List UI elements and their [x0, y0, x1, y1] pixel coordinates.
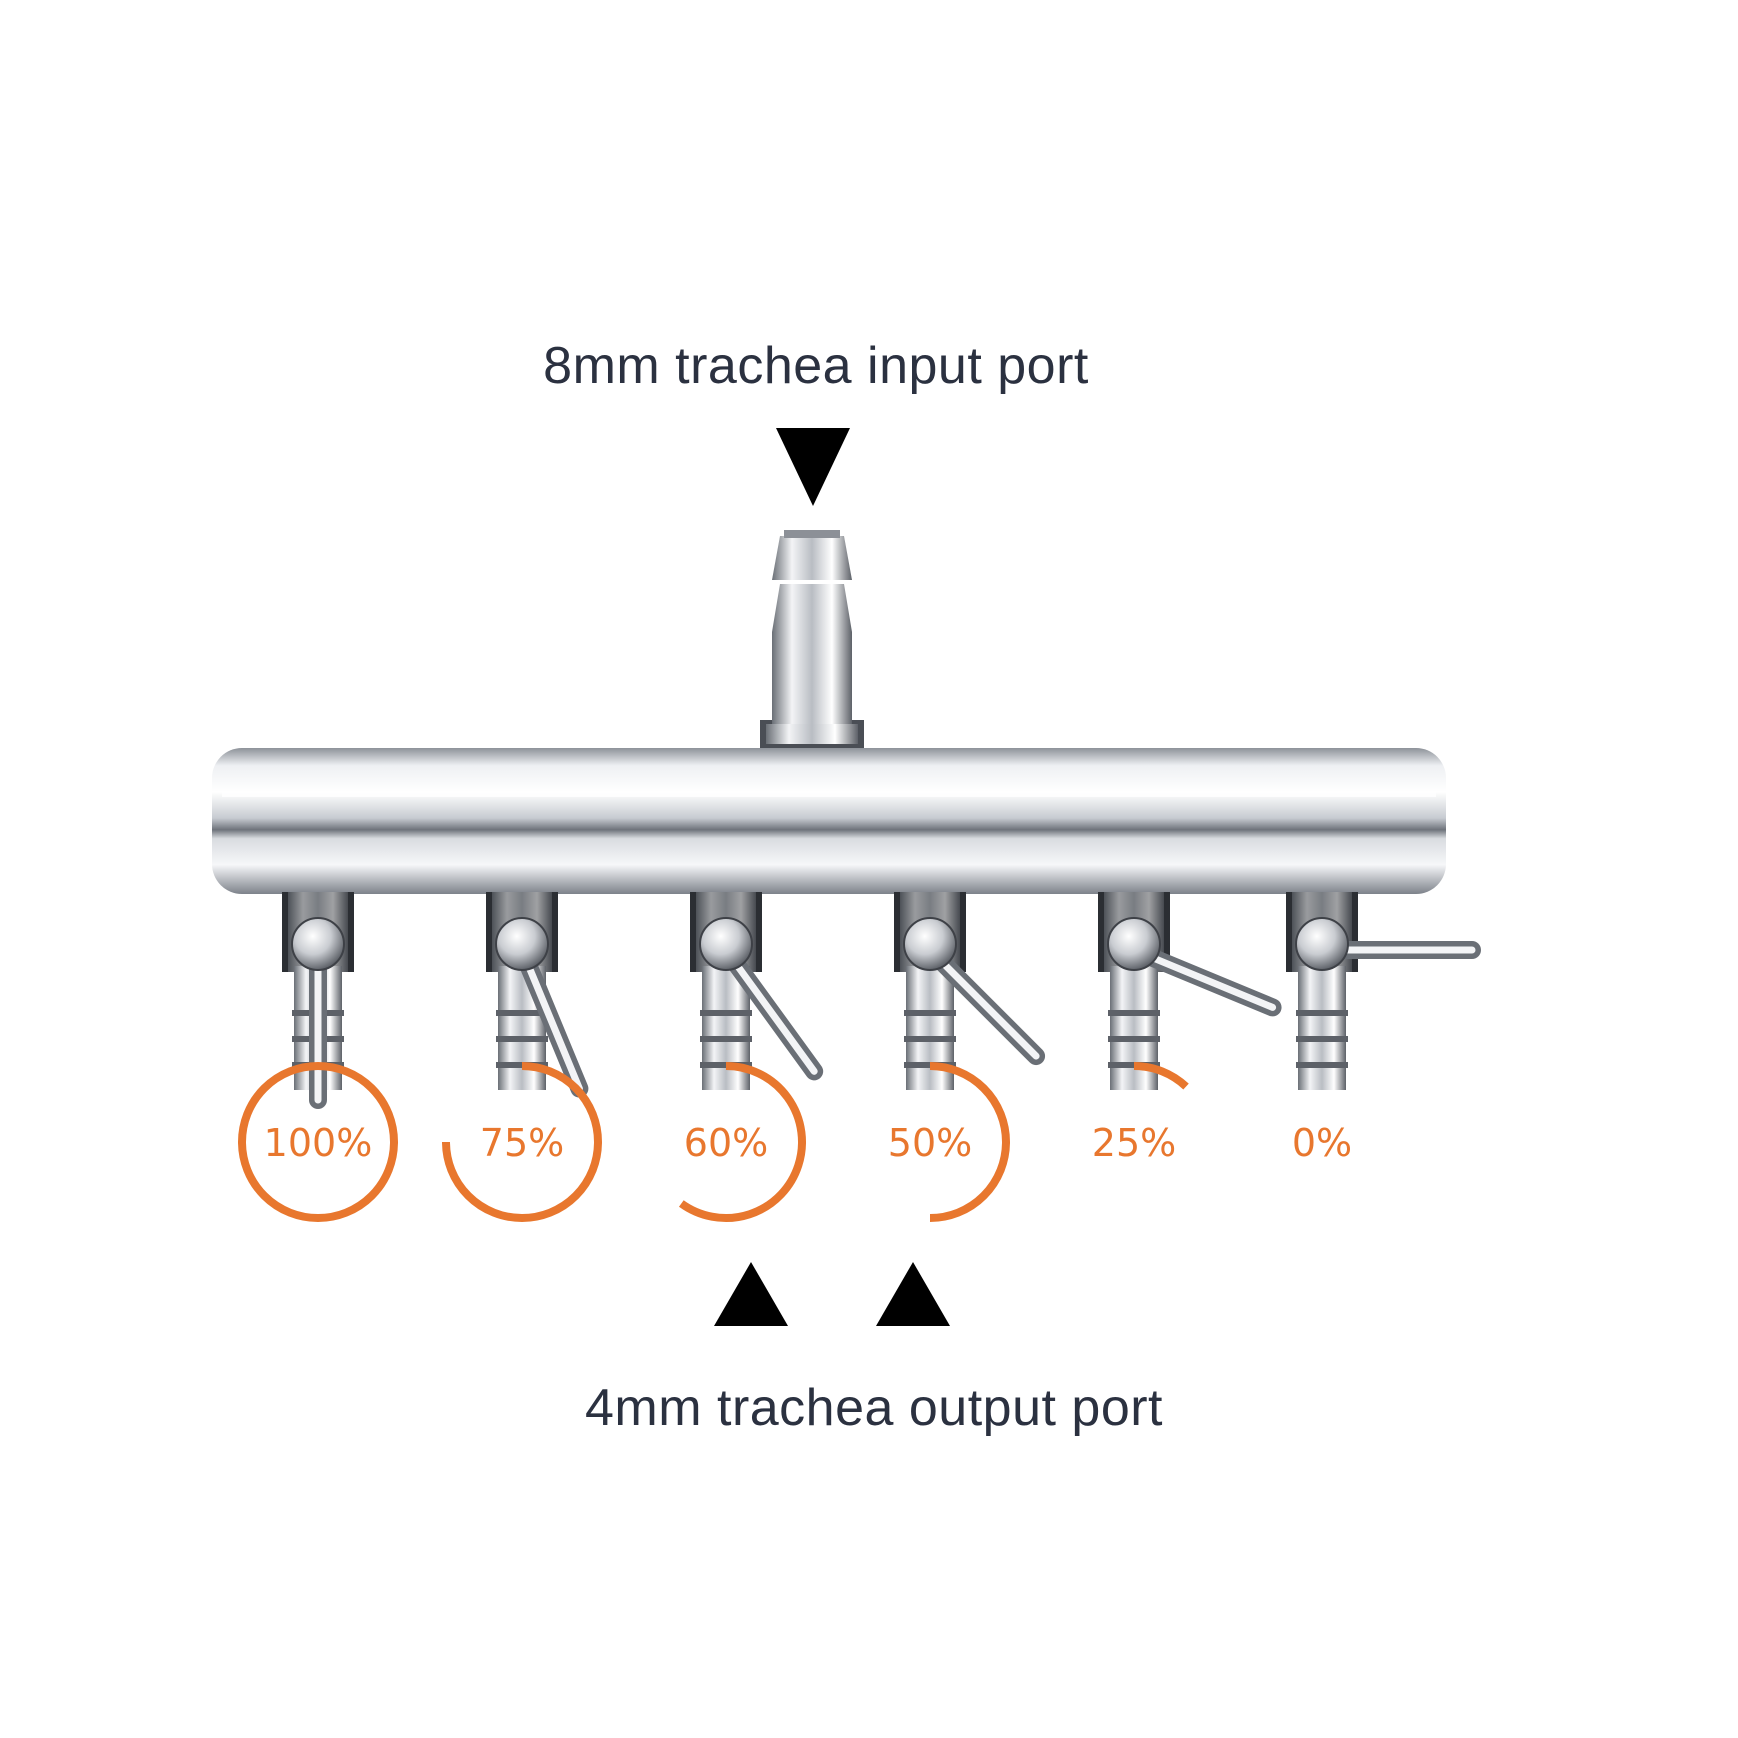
valve-knob[interactable] — [699, 917, 753, 971]
valve-1[interactable] — [486, 892, 589, 1098]
input-fitting — [760, 530, 864, 750]
valve-knob[interactable] — [291, 917, 345, 971]
gauge-arc — [929, 1062, 1010, 1222]
valve-4[interactable] — [1098, 892, 1282, 1090]
gauge-arc — [678, 1062, 806, 1222]
up-triangle-icon — [876, 1262, 950, 1326]
valve-percent-label: 100% — [264, 1121, 373, 1165]
manifold-pipe — [212, 748, 1446, 894]
valve-knob[interactable] — [1107, 917, 1161, 971]
valve-percent-label: 75% — [480, 1121, 564, 1165]
output-port-label: 4mm trachea output port — [584, 1379, 1164, 1437]
valve-2[interactable] — [690, 892, 824, 1090]
valve-percent-label: 25% — [1092, 1121, 1176, 1165]
valve-knob[interactable] — [903, 917, 957, 971]
valve-knob[interactable] — [1295, 917, 1349, 971]
valves-layer: 100% 75% 60% 50% 25% 0% — [238, 892, 1481, 1222]
gauge-arc — [1133, 1062, 1189, 1090]
input-port-label: 8mm trachea input port — [543, 337, 1089, 395]
valve-knob[interactable] — [495, 917, 549, 971]
valve-percent-label: 50% — [888, 1121, 972, 1165]
valve-5[interactable] — [1286, 892, 1481, 1090]
gauge-arc — [442, 1062, 602, 1222]
valve-3[interactable] — [894, 892, 1046, 1090]
valve-0[interactable] — [282, 892, 354, 1109]
valve-percent-label: 60% — [684, 1121, 768, 1165]
valve-percent-label: 0% — [1292, 1121, 1352, 1165]
gauge-arc — [238, 1062, 398, 1222]
down-triangle-icon — [776, 428, 850, 506]
up-triangle-icon — [714, 1262, 788, 1326]
